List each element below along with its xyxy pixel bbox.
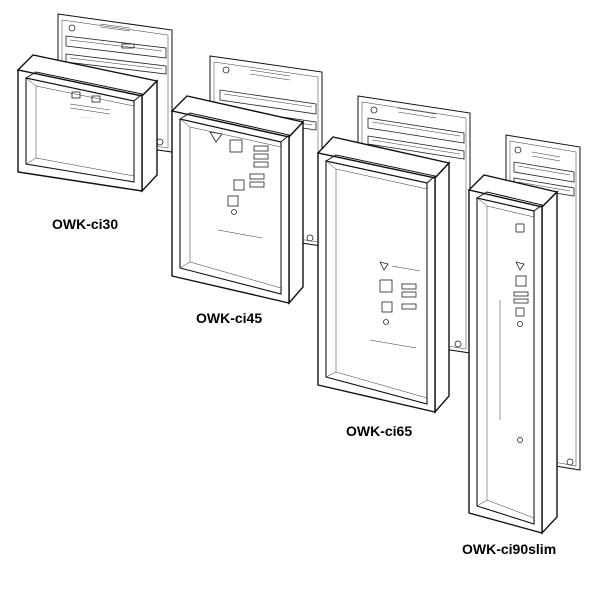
ci30-label: OWK-ci30 — [52, 216, 118, 232]
ci65-frame — [316, 136, 451, 414]
ci45-label: OWK-ci45 — [196, 310, 262, 326]
ci45-frame — [170, 95, 305, 305]
product-ci90slim: OWK-ci90slim — [462, 134, 581, 557]
ci30-frame: ......... — [16, 54, 159, 193]
ci90slim-frame — [467, 174, 559, 535]
product-ci65: OWK-ci65 — [316, 95, 471, 439]
product-ci45: OWK-ci45 — [170, 55, 323, 326]
ci65-label: OWK-ci65 — [346, 423, 412, 439]
product-ci30: ......... OWK-ci30 — [16, 13, 173, 232]
svg-text:.........: ......... — [82, 114, 92, 119]
ci90slim-label: OWK-ci90slim — [462, 541, 556, 557]
